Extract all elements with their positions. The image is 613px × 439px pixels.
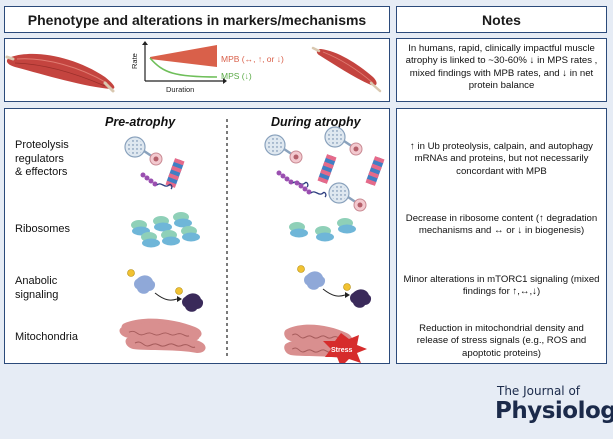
muscle-right-icon	[311, 46, 382, 93]
pre-anabolic-icons	[127, 269, 204, 312]
muscle-left-icon	[5, 53, 115, 93]
header-left-title: Phenotype and alterations in markers/mec…	[27, 11, 367, 28]
header-right-title: Notes	[482, 11, 521, 28]
journal-logo-line2: Physiology	[495, 398, 613, 424]
during-ribosome-icons	[289, 218, 356, 242]
notes-ribosomes: Decrease in ribosome content (↑ degradat…	[405, 213, 598, 237]
notes-anabolic: Minor alterations in mTORC1 signaling (m…	[403, 274, 600, 298]
notes-proteolysis: ↑ in Ub proteolysis, calpain, and autoph…	[410, 141, 593, 177]
overview-graphic: Rate Duration MPB (↔, ↑, or ↓) MPS (↓)	[5, 41, 382, 94]
mpb-wedge	[150, 45, 217, 67]
header-left: Phenotype and alterations in markers/mec…	[4, 6, 390, 33]
journal-logo-line1: The Journal of	[497, 384, 581, 398]
notes-top-box: In humans, rapid, clinically impactful m…	[396, 38, 607, 102]
stress-burst	[323, 333, 367, 363]
stress-label: Stress	[331, 347, 353, 354]
row-label-anabolic: Anabolic signaling	[15, 275, 59, 301]
overview-box: Rate Duration MPB (↔, ↑, or ↓) MPS (↓)	[4, 38, 390, 102]
pre-proteolysis-icons	[123, 135, 185, 190]
row-label-proteolysis: Proteolysis regulators & effectors	[15, 139, 69, 178]
during-proteolysis-icons	[263, 125, 385, 213]
mps-curve	[149, 57, 218, 78]
mpb-label: MPB (↔, ↑, or ↓)	[221, 54, 284, 64]
graph-ylabel: Rate	[130, 53, 139, 69]
notes-main-box: ↑ in Ub proteolysis, calpain, and autoph…	[396, 108, 607, 364]
during-anabolic-icons	[297, 265, 372, 308]
rate-graph: Rate Duration MPB (↔, ↑, or ↓) MPS (↓)	[130, 41, 284, 94]
main-box: Pre-atrophy During atrophy Proteolysis r…	[4, 108, 390, 364]
mps-label: MPS (↓)	[221, 71, 252, 81]
pre-mitochondria-icons	[119, 318, 207, 354]
header-right: Notes	[396, 6, 607, 33]
column-during-atrophy: During atrophy	[271, 115, 361, 129]
column-pre-atrophy: Pre-atrophy	[105, 115, 176, 129]
notes-mitochondria: Reduction in mitochondrial density and r…	[416, 323, 587, 359]
notes-top: In humans, rapid, clinically impactful m…	[405, 43, 598, 92]
row-label-mitochondria: Mitochondria	[15, 331, 78, 343]
main-graphic: Stress	[119, 119, 385, 363]
pre-ribosome-icons	[131, 212, 200, 248]
during-mitochondria-icons: Stress	[283, 324, 367, 363]
row-label-ribosomes: Ribosomes	[15, 223, 71, 235]
graph-xlabel: Duration	[166, 85, 194, 94]
